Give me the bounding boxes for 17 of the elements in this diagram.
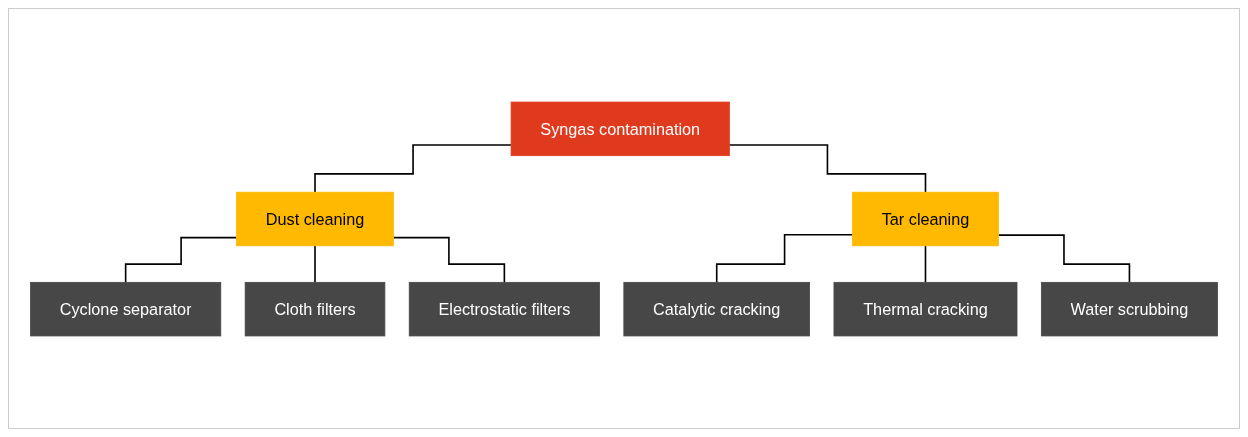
node-box: Cyclone separator xyxy=(30,281,222,336)
connector xyxy=(728,143,927,193)
node-box: Dust cleaning xyxy=(236,191,394,246)
node-box: Cloth filters xyxy=(244,281,386,336)
node-box: Catalytic cracking xyxy=(623,281,810,336)
connector xyxy=(314,244,316,283)
node-box: Thermal cracking xyxy=(833,281,1018,336)
connector xyxy=(124,236,238,283)
connector xyxy=(924,244,927,283)
node-box: Syngas contamination xyxy=(510,101,730,156)
connector xyxy=(392,236,506,283)
node-box: Electrostatic filters xyxy=(408,281,600,336)
connector xyxy=(997,233,1131,283)
node-box: Water scrubbing xyxy=(1040,281,1218,336)
node-box: Tar cleaning xyxy=(852,191,999,246)
connector xyxy=(314,143,512,193)
connector xyxy=(715,233,854,283)
